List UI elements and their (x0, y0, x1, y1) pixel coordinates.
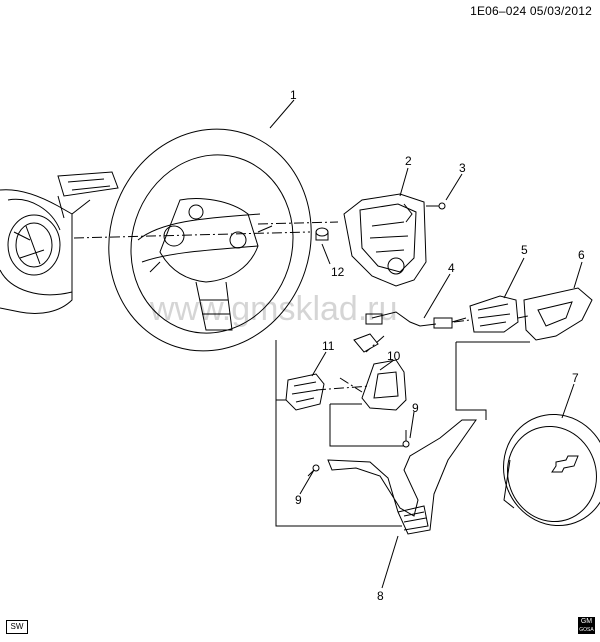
steering-wheel (108, 128, 312, 352)
center-lines (73, 205, 529, 393)
sw-badge: SW (6, 620, 28, 634)
callout-5: 5 (521, 243, 528, 257)
callout-2: 2 (405, 154, 412, 168)
callout-9-lower: 9 (295, 493, 302, 507)
callout-8: 8 (377, 589, 384, 603)
part-8-lower-cover (327, 419, 477, 535)
callout-leaders (269, 99, 583, 589)
callout-1: 1 (290, 88, 297, 102)
gm-logo-text: GM (580, 618, 593, 625)
bracket-lines (275, 340, 530, 527)
steering-column (0, 171, 119, 314)
callout-7: 7 (572, 371, 579, 385)
diagram-reference-code: 1E06–024 05/03/2012 (470, 4, 592, 18)
callout-12: 12 (331, 265, 345, 279)
callout-9-upper: 9 (412, 401, 419, 415)
part-6-right-bezel (523, 287, 593, 341)
callout-11: 11 (322, 339, 335, 353)
callout-6: 6 (578, 248, 585, 262)
part-12-bolt (315, 227, 329, 241)
callout-10: 10 (387, 349, 401, 363)
part-9-screw-upper (402, 430, 410, 448)
callout-3: 3 (459, 161, 466, 175)
gm-logo-badge: GM GOSA (578, 617, 595, 634)
part-7-airbag-module (503, 413, 600, 527)
part-5-right-switch (469, 295, 519, 333)
callout-4: 4 (448, 261, 455, 275)
part-10-left-bezel (361, 359, 407, 411)
gm-logo-subtext: GOSA (579, 627, 594, 633)
part-2-rear-cover (343, 193, 427, 287)
part-4-wiring-harness (365, 311, 467, 329)
